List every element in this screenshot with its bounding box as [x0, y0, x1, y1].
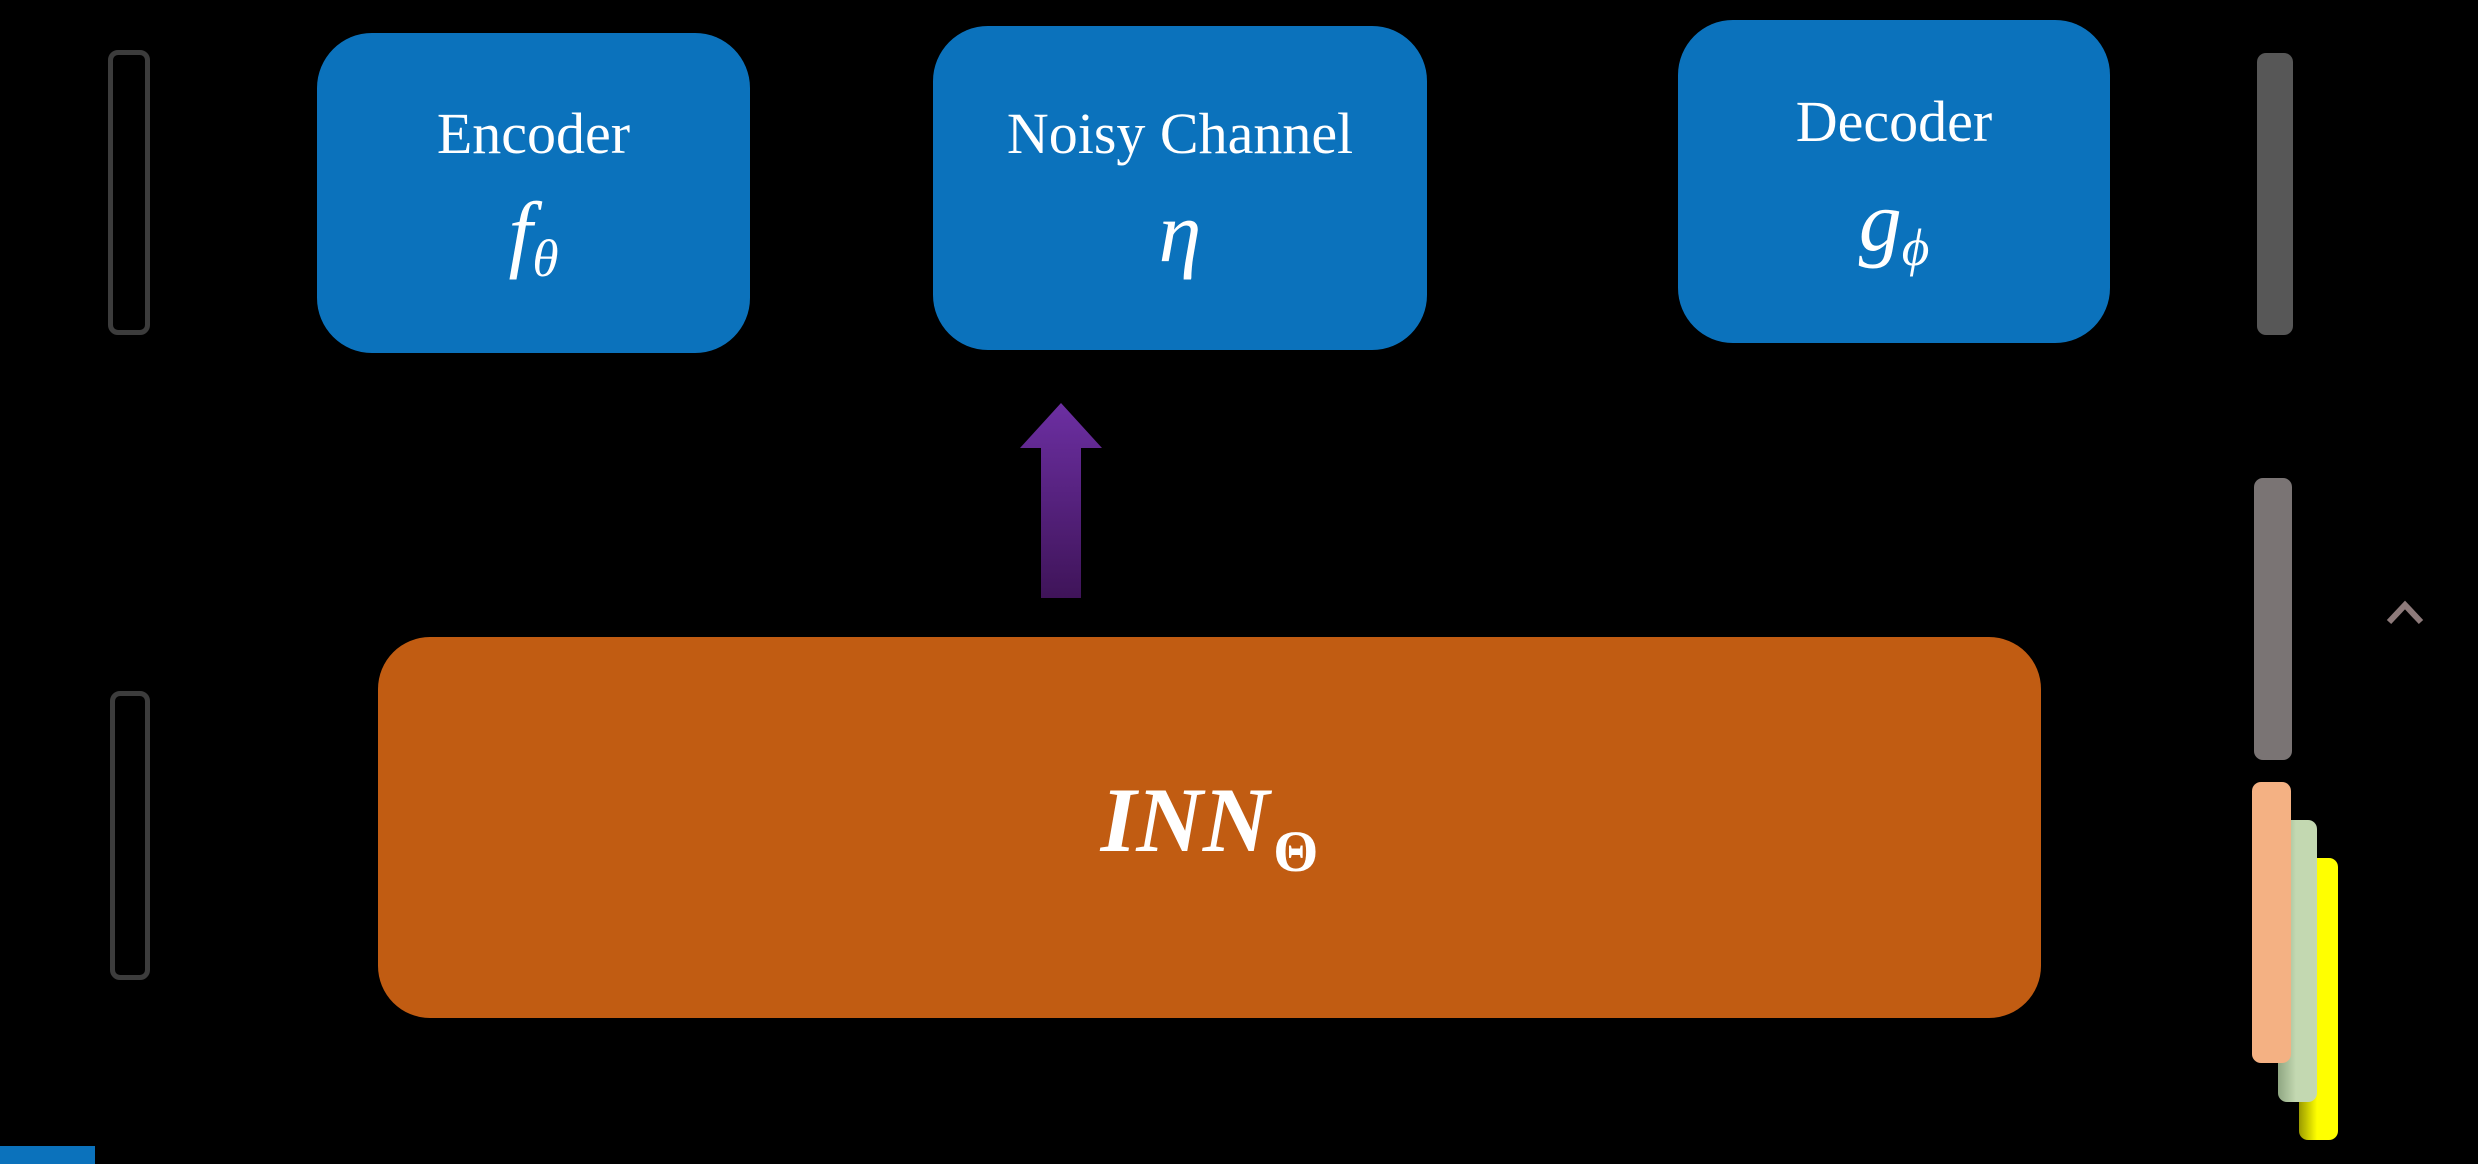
decoder-symbol: gϕ	[1859, 178, 1930, 274]
decoder-symbol-sub: ϕ	[1901, 216, 1930, 277]
decoder-box: Decoder gϕ	[1678, 20, 2110, 343]
noisy-channel-symbol: η	[1159, 189, 1202, 275]
up-arrow-icon	[1020, 403, 1102, 598]
placeholder-outline-top-left	[108, 50, 150, 335]
chevron-up-icon[interactable]	[2386, 600, 2424, 628]
inn-label-main: INN	[1100, 768, 1270, 871]
bar-peach	[2252, 782, 2291, 1063]
encoder-title: Encoder	[436, 100, 631, 166]
encoder-symbol-main: f	[508, 184, 533, 281]
inn-label-sub: Θ	[1273, 819, 1319, 885]
inn-box: INNΘ	[378, 637, 2041, 1018]
noisy-channel-box: Noisy Channel η	[933, 26, 1427, 350]
decoder-symbol-main: g	[1858, 172, 1902, 269]
decoder-title: Decoder	[1795, 89, 1993, 155]
bar-gray	[2254, 478, 2292, 760]
encoder-symbol-sub: θ	[532, 228, 559, 289]
encoder-symbol: fθ	[508, 189, 558, 285]
inn-label: INNΘ	[1101, 774, 1319, 881]
encoder-box: Encoder fθ	[317, 33, 750, 353]
placeholder-outline-bottom-left	[110, 691, 150, 980]
noisy-channel-title: Noisy Channel	[1006, 100, 1354, 166]
bottom-left-blue-fragment	[0, 1146, 95, 1164]
noisy-channel-symbol-main: η	[1158, 184, 1202, 281]
bar-dark-gray	[2257, 53, 2293, 335]
